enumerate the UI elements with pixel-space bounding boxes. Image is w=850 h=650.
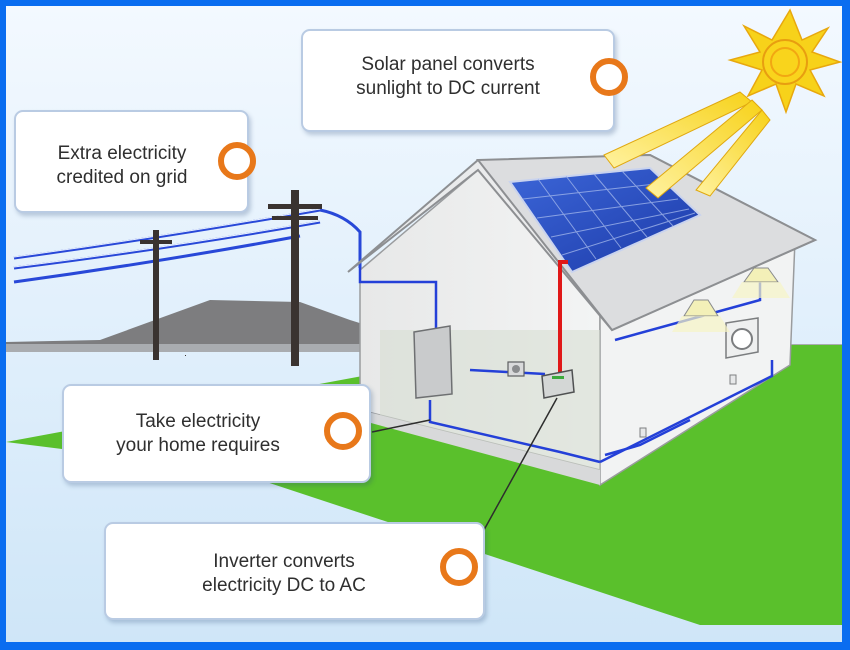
breaker-box: [413, 325, 453, 399]
callout-inverter: Inverter converts electricity DC to AC: [104, 522, 485, 620]
callout-inverter-line-1: Inverter converts: [213, 551, 355, 572]
ceiling-lamps: [672, 267, 790, 332]
inverter: [541, 369, 575, 399]
callout-home-line-1: Take electricity: [135, 411, 261, 432]
callout-grid-line-2: credited on grid: [56, 167, 188, 188]
sun-rays: [603, 91, 771, 199]
callout-grid: Extra electricity credited on grid: [14, 110, 256, 213]
callout-inverter-line-2: electricity DC to AC: [202, 575, 366, 596]
orange-ring-icon: [590, 58, 628, 96]
utility-poles: [140, 190, 322, 366]
meter: [507, 361, 525, 377]
callout-home-line-2: your home requires: [116, 435, 280, 456]
callout-solar-line-1: Solar panel converts: [361, 54, 535, 75]
callout-grid-line-1: Extra electricity: [57, 143, 187, 164]
outlet: [729, 374, 737, 385]
leader-lines: [371, 397, 558, 549]
orange-ring-icon: [324, 412, 362, 450]
washing-machine: [725, 317, 759, 359]
sun-icon: [727, 8, 843, 115]
hill: [6, 300, 842, 350]
callout-solar-line-2: sunlight to DC current: [356, 78, 540, 99]
outlet: [639, 427, 647, 438]
dc-wire: [558, 260, 568, 380]
callout-home: Take electricity your home requires: [62, 384, 371, 483]
orange-ring-icon: [440, 548, 478, 586]
orange-ring-icon: [218, 142, 256, 180]
callout-solar-panel: Solar panel converts sunlight to DC curr…: [301, 29, 628, 132]
